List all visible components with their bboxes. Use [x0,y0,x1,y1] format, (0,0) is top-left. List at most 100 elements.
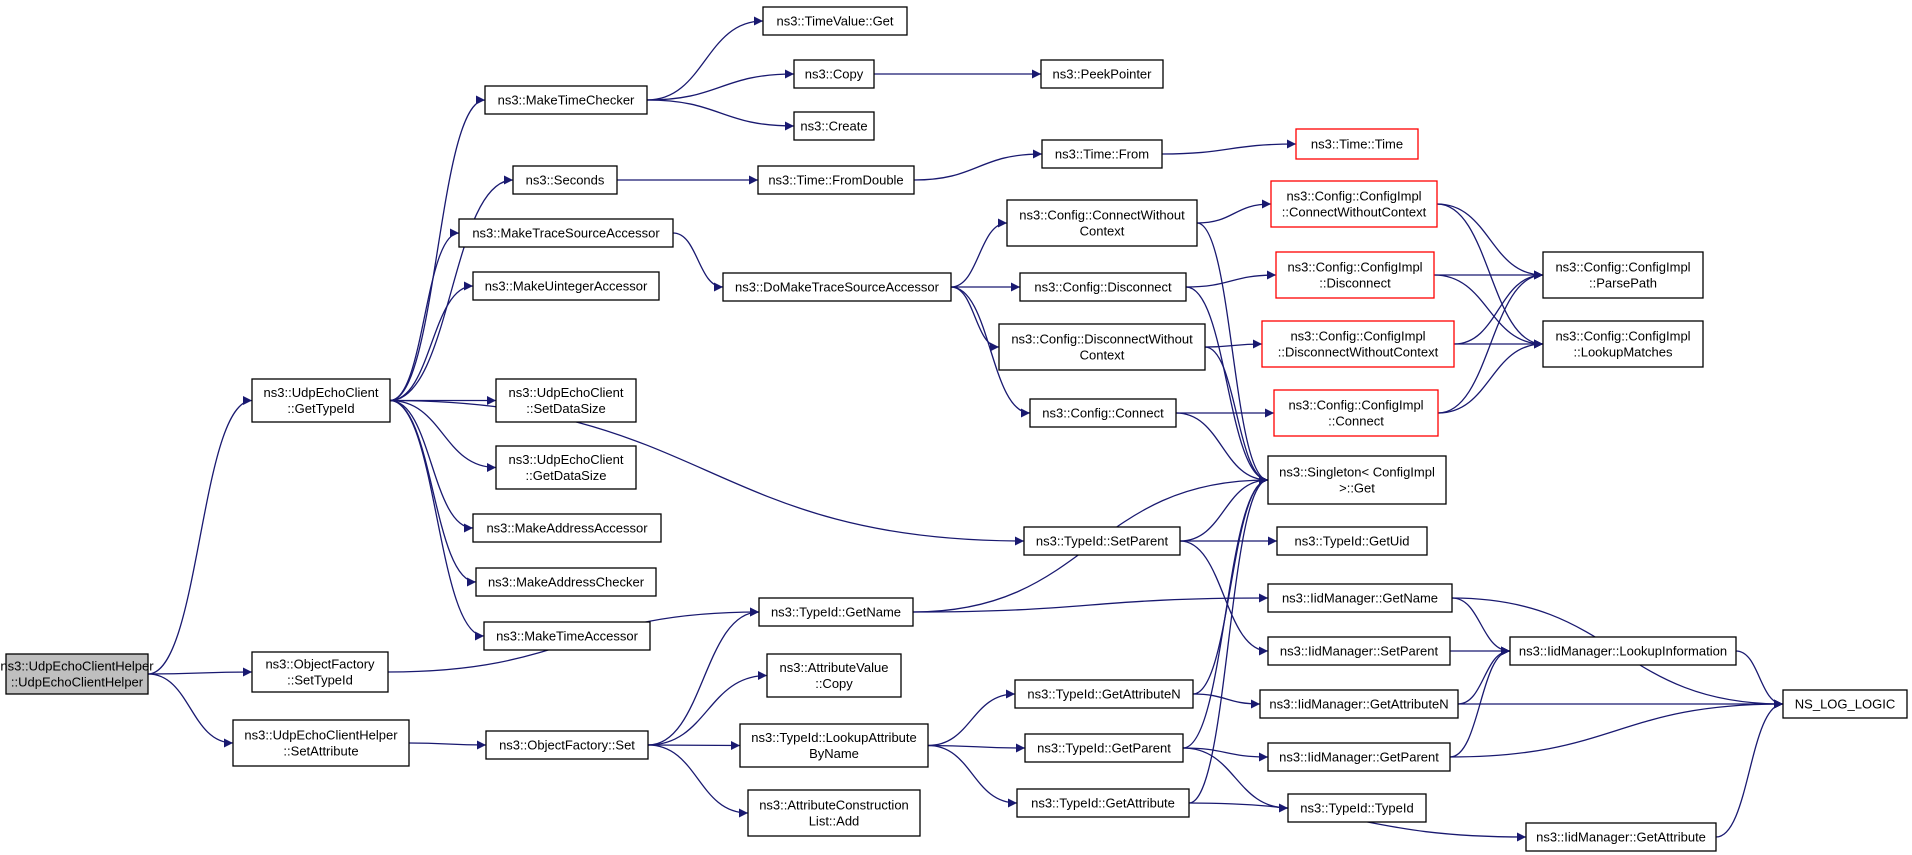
node-timeFrom[interactable]: ns3::Time::From [1041,139,1163,169]
node-makeTimeChecker[interactable]: ns3::MakeTimeChecker [484,85,648,115]
node-label: ns3::Time::From [1055,147,1149,162]
node-timeValueGet[interactable]: ns3::TimeValue::Get [762,6,908,36]
node-doMakeTSA[interactable]: ns3::DoMakeTraceSourceAccessor [722,272,952,302]
node-ciParsePath[interactable]: ns3::Config::ConfigImpl::ParsePath [1542,251,1704,299]
node-box [1270,180,1438,228]
edge-iidGetParent-to-iidLookupInformation [1449,646,1511,758]
node-typeIdSetParent[interactable]: ns3::TypeId::SetParent [1023,526,1181,556]
node-helperSetAttr[interactable]: ns3::UdpEchoClientHelper::SetAttribute [232,719,410,767]
node-cfgConnectWithoutCtx[interactable]: ns3::Config::ConnectWithoutContext [1006,199,1198,247]
node-box [475,567,657,597]
node-label: ns3::IidManager::GetName [1282,591,1438,606]
edge-cfgConnectWithoutCtx-to-singletonGet [1196,222,1269,485]
node-makeTraceSrcAcc[interactable]: ns3::MakeTraceSourceAccessor [458,218,674,248]
node-create[interactable]: ns3::Create [793,111,875,141]
node-box [1287,793,1427,823]
node-ciDisconnect[interactable]: ns3::Config::ConfigImpl::Disconnect [1275,251,1435,299]
node-copy[interactable]: ns3::Copy [793,59,875,89]
node-typeIdGetParent[interactable]: ns3::TypeId::GetParent [1024,733,1184,763]
node-box [483,621,651,651]
node-box [1267,583,1453,613]
edge-iidLookupInformation-to-nsLogLogic [1735,650,1784,709]
node-iidGetAttribute[interactable]: ns3::IidManager::GetAttribute [1525,822,1717,852]
node-peekPointer[interactable]: ns3::PeekPointer [1040,59,1164,89]
node-box [722,272,952,302]
node-label: ns3::Config::ConfigImpl [1290,329,1425,344]
node-label: ns3::TimeValue::Get [776,14,893,29]
node-ofSetTypeId[interactable]: ns3::ObjectFactory::SetTypeId [251,651,389,693]
node-iidSetParent[interactable]: ns3::IidManager::SetParent [1267,636,1451,666]
node-typeIdGetName[interactable]: ns3::TypeId::GetName [758,597,914,627]
node-makeAddrChk[interactable]: ns3::MakeAddressChecker [475,567,657,597]
node-box [762,6,908,36]
node-cfgConnect[interactable]: ns3::Config::Connect [1029,398,1177,428]
node-ciDisconnectWithoutCtx[interactable]: ns3::Config::ConfigImpl::DisconnectWitho… [1261,320,1455,368]
node-box [1509,636,1737,666]
node-box [1295,128,1419,160]
node-singletonGet[interactable]: ns3::Singleton< ConfigImpl>::Get [1267,455,1447,505]
edge-timeFromDouble-to-timeFrom [913,149,1043,181]
node-box [1014,679,1194,709]
node-typeIdGetUid[interactable]: ns3::TypeId::GetUid [1276,526,1428,556]
edge-typeIdGetName-to-iidGetName [912,593,1269,613]
node-getTypeId[interactable]: ns3::UdpEchoClient::GetTypeId [251,378,391,423]
node-label: ::ConnectWithoutContext [1282,205,1427,220]
node-label: ns3::IidManager::GetAttributeN [1269,697,1448,712]
node-ciConnectWithoutCtx[interactable]: ns3::Config::ConfigImpl::ConnectWithoutC… [1270,180,1438,228]
node-makeUintAcc[interactable]: ns3::MakeUintegerAccessor [472,271,660,301]
node-box [472,271,660,301]
node-attrValueCopy[interactable]: ns3::AttributeValue::Copy [766,653,902,698]
node-box [1261,320,1455,368]
edge-lookupAttrByName-to-typeIdGetAttributeN [927,689,1016,747]
node-ciLookupMatches[interactable]: ns3::Config::ConfigImpl::LookupMatches [1542,320,1704,368]
node-label: ::DisconnectWithoutContext [1278,345,1439,360]
edge-typeIdGetAttributeN-to-iidGetAttributeN [1192,693,1261,709]
node-label: ns3::Config::ConfigImpl [1288,398,1423,413]
node-box [758,597,914,627]
node-cfgDisconnectWithoutCtx[interactable]: ns3::Config::DisconnectWithoutContext [998,323,1206,371]
edge-ofSet-to-attrConstrListAdd [647,744,749,818]
node-typeIdTypeId[interactable]: ns3::TypeId::TypeId [1287,793,1427,823]
node-makeTimeAcc[interactable]: ns3::MakeTimeAccessor [483,621,651,651]
node-typeIdGetAttribute[interactable]: ns3::TypeId::GetAttribute [1016,788,1190,818]
node-nsLogLogic[interactable]: NS_LOG_LOGIC [1782,689,1908,719]
edge-getTypeId-to-seconds [389,175,514,402]
node-iidGetName[interactable]: ns3::IidManager::GetName [1267,583,1453,613]
node-typeIdGetAttributeN[interactable]: ns3::TypeId::GetAttributeN [1014,679,1194,709]
edge-cfgDisconnectWithoutCtx-to-ciDisconnectWithoutCtx [1204,339,1263,349]
node-iidGetParent[interactable]: ns3::IidManager::GetParent [1267,742,1451,772]
node-label: >::Get [1339,481,1375,496]
edge-root-to-helperSetAttr [147,673,234,748]
edge-iidGetParent-to-nsLogLogic [1449,699,1784,758]
node-box [1006,199,1198,247]
node-label: ByName [809,746,859,761]
node-label: ::ParsePath [1589,276,1657,291]
node-timeFromDouble[interactable]: ns3::Time::FromDouble [757,165,915,195]
node-getDataSize[interactable]: ns3::UdpEchoClient::GetDataSize [495,445,637,490]
node-root[interactable]: ns3::UdpEchoClientHelper::UdpEchoClientH… [0,653,154,695]
node-iidGetAttributeN[interactable]: ns3::IidManager::GetAttributeN [1259,689,1459,719]
node-box [251,651,389,693]
node-timeTime[interactable]: ns3::Time::Time [1295,128,1419,160]
node-label: ns3::TypeId::LookupAttribute [751,730,917,745]
node-makeAddrAcc[interactable]: ns3::MakeAddressAccessor [472,513,662,543]
edge-makeTimeChecker-to-copy [646,69,795,101]
node-ciConnect[interactable]: ns3::Config::ConfigImpl::Connect [1273,389,1439,437]
node-box [1040,59,1164,89]
node-box [998,323,1206,371]
node-label: ns3::TypeId::SetParent [1036,534,1169,549]
edge-root-to-getTypeId [147,396,253,675]
edge-root-to-ofSetTypeId [147,667,253,677]
node-box [251,378,391,423]
edge-getTypeId-to-makeUintAcc [389,281,474,402]
node-iidLookupInformation[interactable]: ns3::IidManager::LookupInformation [1509,636,1737,666]
node-ofSet[interactable]: ns3::ObjectFactory::Set [485,730,649,760]
edge-ciConnectWithoutCtx-to-ciLookupMatches [1436,203,1544,349]
node-setDataSize[interactable]: ns3::UdpEchoClient::SetDataSize [495,378,637,423]
node-seconds[interactable]: ns3::Seconds [512,165,618,195]
edge-typeIdGetParent-to-typeIdTypeId [1182,747,1289,813]
node-cfgDisconnect[interactable]: ns3::Config::Disconnect [1019,272,1187,302]
edge-ofSet-to-lookupAttrByName [647,740,741,750]
